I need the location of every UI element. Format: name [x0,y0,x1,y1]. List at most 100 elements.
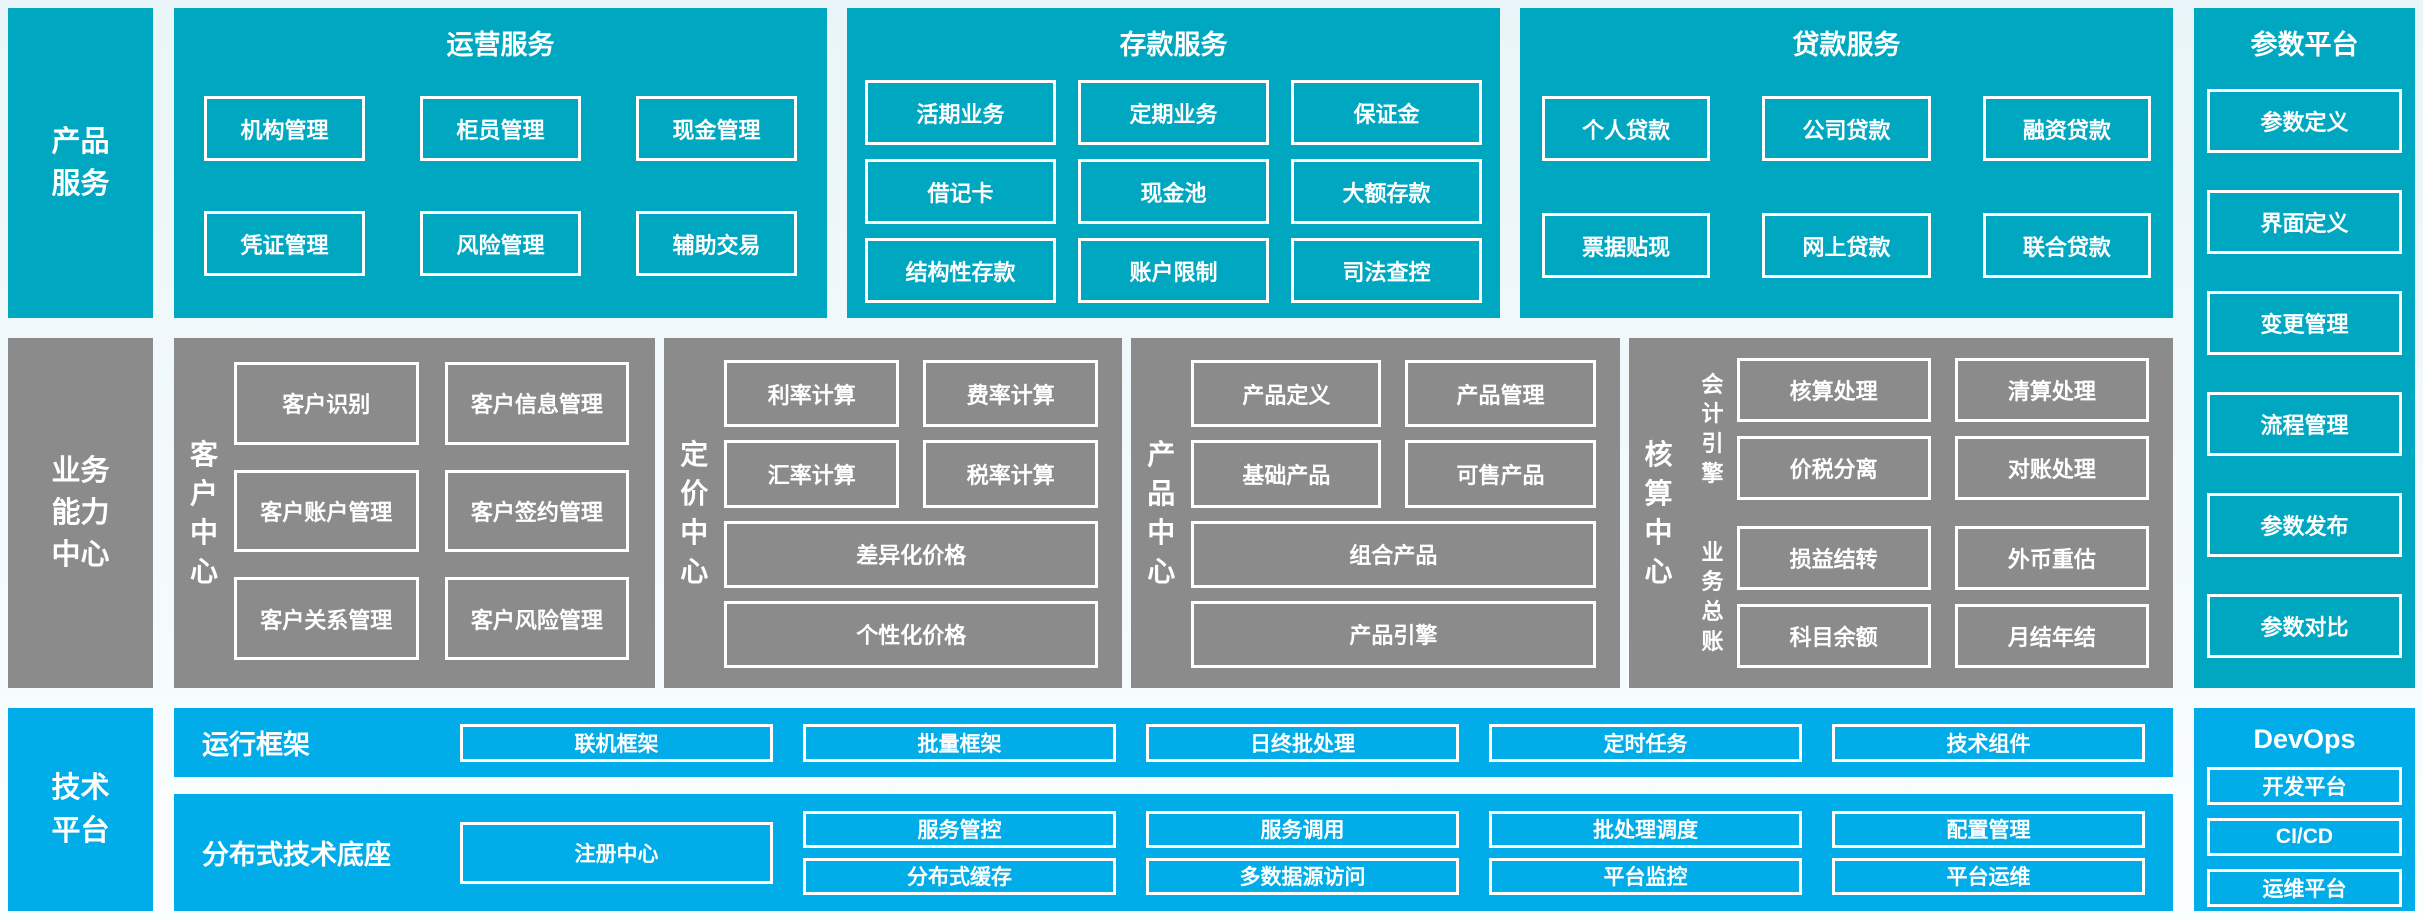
distributed-grid: 注册中心 服务管控 服务调用 批处理调度 配置管理 分布式缓存 多数据源访问 平… [460,810,2145,895]
diagram-box: 核算处理 [1736,358,1931,422]
diagram-box: 大额存款 [1291,159,1482,224]
operations-grid: 机构管理 柜员管理 现金管理 凭证管理 风险管理 辅助交易 [204,96,797,276]
diagram-box: 客户账户管理 [234,469,419,553]
business-capability-band: 客 户 中 心 客户识别 客户信息管理 客户账户管理 客户签约管理 客户关系管理… [174,338,2174,688]
diagram-box: 票据贴现 [1542,213,1711,278]
diagram-box: 定期业务 [1078,80,1269,145]
diagram-box: 服务管控 [803,810,1116,848]
section-devops: DevOps 开发平台 CI/CD 运维平台 [2194,708,2415,911]
diagram-box: 产品管理 [1405,360,1596,428]
diagram-box: CI/CD [2207,818,2402,856]
product-services-band: 运营服务 机构管理 柜员管理 现金管理 凭证管理 风险管理 辅助交易 存款服务 … [174,8,2173,318]
customer-grid: 客户识别 客户信息管理 客户账户管理 客户签约管理 客户关系管理 客户风险管理 [234,362,630,660]
diagram-box: 账户限制 [1078,238,1269,303]
section-product-center: 产 品 中 心 产品定义 产品管理 基础产品 可售产品 组合产品 产品引擎 [1131,338,1620,688]
band-label-business-capability: 业务 能力 中心 [8,338,153,688]
diagram-box: 现金池 [1078,159,1269,224]
section-pricing-center: 定 价 中 心 利率计算 费率计算 汇率计算 税率计算 差异化价格 个性化价格 [664,338,1123,688]
diagram-box: 机构管理 [204,96,365,161]
band-label-tech-platform: 技术 平台 [8,708,153,911]
center-vertical-label: 客 户 中 心 [189,438,218,588]
diagram-box-registry-center: 注册中心 [460,821,773,884]
section-customer-center: 客 户 中 心 客户识别 客户信息管理 客户账户管理 客户签约管理 客户关系管理… [174,338,656,688]
diagram-box: 参数对比 [2207,594,2402,658]
diagram-box: 平台运维 [1832,857,2145,895]
diagram-box: 借记卡 [865,159,1056,224]
product-grid: 产品定义 产品管理 基础产品 可售产品 组合产品 产品引擎 [1191,360,1596,668]
diagram-box: 公司贷款 [1762,96,1931,161]
accounting-engine-group: 会 计 引 擎 核算处理 清算处理 价税分离 对账处理 [1689,358,2150,500]
diagram-box: 批量框架 [803,723,1116,762]
diagram-box: 利率计算 [724,360,900,428]
business-ledger-group: 业 务 总 账 损益结转 外币重估 科目余额 月结年结 [1689,526,2150,668]
deposit-grid: 活期业务 定期业务 保证金 借记卡 现金池 大额存款 结构性存款 账户限制 司法… [865,80,1482,303]
section-parameter-platform: 参数平台 参数定义 界面定义 变更管理 流程管理 参数发布 参数对比 [2194,8,2415,688]
row-label: 运行框架 [202,730,310,760]
diagram-box: 结构性存款 [865,238,1056,303]
diagram-box: 联机框架 [460,723,773,762]
diagram-box: 凭证管理 [204,211,365,276]
diagram-box: 现金管理 [636,96,797,161]
section-operations-services: 运营服务 机构管理 柜员管理 现金管理 凭证管理 风险管理 辅助交易 [174,8,827,318]
diagram-box: 变更管理 [2207,291,2402,355]
diagram-box: 税率计算 [923,440,1099,508]
section-title: 运营服务 [446,30,555,60]
diagram-box: 基础产品 [1191,440,1382,508]
diagram-box: 技术组件 [1832,723,2145,762]
center-vertical-label: 核 算 中 心 [1644,438,1673,588]
diagram-box: 司法查控 [1291,238,1482,303]
diagram-box: 批处理调度 [1489,810,1802,848]
devops-stack: 开发平台 CI/CD 运维平台 [2207,767,2402,907]
section-title: DevOps [2253,724,2356,754]
diagram-box: 组合产品 [1191,520,1596,588]
section-loan-services: 贷款服务 个人贷款 公司贷款 融资贷款 票据贴现 网上贷款 联合贷款 [1520,8,2173,318]
diagram-box: 运维平台 [2207,869,2402,907]
diagram-box: 价税分离 [1736,436,1931,500]
loan-grid: 个人贷款 公司贷款 融资贷款 票据贴现 网上贷款 联合贷款 [1542,96,2151,278]
tech-platform-band: 运行框架 联机框架 批量框架 日终批处理 定时任务 技术组件 分布式技术底座 注… [174,708,2173,911]
diagram-box: 融资贷款 [1982,96,2151,161]
diagram-box: 分布式缓存 [803,857,1116,895]
diagram-box: 客户信息管理 [444,362,630,445]
diagram-box: 定时任务 [1489,723,1802,762]
diagram-box: 界面定义 [2207,190,2402,254]
diagram-box: 外币重估 [1954,526,2150,590]
group-vertical-label: 业 务 总 账 [1701,539,1724,654]
diagram-box: 柜员管理 [420,96,581,161]
center-vertical-label: 产 品 中 心 [1147,438,1176,588]
accounting-engine-grid: 核算处理 清算处理 价税分离 对账处理 [1736,358,2150,500]
diagram-box: 客户签约管理 [444,469,630,553]
accounting-groups: 会 计 引 擎 核算处理 清算处理 价税分离 对账处理 业 务 总 账 损益结转… [1689,358,2150,668]
diagram-box: 月结年结 [1954,604,2150,668]
diagram-box: 清算处理 [1954,358,2150,422]
center-vertical-label: 定 价 中 心 [680,438,709,588]
diagram-box: 网上贷款 [1762,213,1931,278]
diagram-box: 汇率计算 [724,440,900,508]
diagram-box: 客户关系管理 [234,577,419,660]
diagram-box: 配置管理 [1832,810,2145,848]
diagram-box: 联合贷款 [1982,213,2151,278]
section-title: 参数平台 [2250,30,2359,60]
parameter-stack: 参数定义 界面定义 变更管理 流程管理 参数发布 参数对比 [2207,89,2402,658]
group-vertical-label: 会 计 引 擎 [1701,371,1724,486]
diagram-box: 参数发布 [2207,493,2402,557]
diagram-box: 个性化价格 [724,600,1099,668]
section-title: 存款服务 [1119,30,1228,60]
diagram-box: 科目余额 [1736,604,1931,668]
diagram-box: 服务调用 [1146,810,1459,848]
pricing-grid: 利率计算 费率计算 汇率计算 税率计算 差异化价格 个性化价格 [724,360,1099,668]
diagram-box: 损益结转 [1736,526,1931,590]
diagram-box: 个人贷款 [1542,96,1711,161]
diagram-box: 产品引擎 [1191,600,1596,668]
row-label: 分布式技术底座 [202,840,391,870]
diagram-box: 开发平台 [2207,767,2402,805]
section-title: 贷款服务 [1792,30,1901,60]
diagram-box: 差异化价格 [724,520,1099,588]
diagram-box: 风险管理 [420,211,581,276]
diagram-box: 辅助交易 [636,211,797,276]
diagram-box: 对账处理 [1954,436,2150,500]
business-ledger-grid: 损益结转 外币重估 科目余额 月结年结 [1736,526,2150,668]
diagram-box: 日终批处理 [1146,723,1459,762]
diagram-box: 客户风险管理 [444,577,630,660]
